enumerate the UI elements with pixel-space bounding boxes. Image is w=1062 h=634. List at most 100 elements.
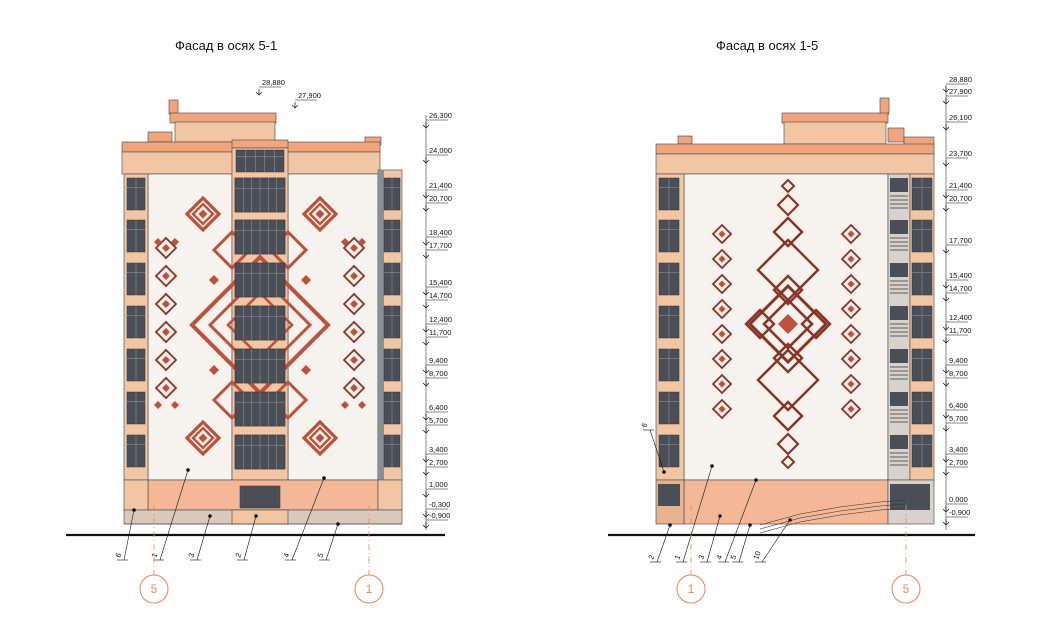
level-label: 26,300 bbox=[429, 111, 452, 120]
callout-tag: 1 bbox=[149, 552, 159, 559]
left-level-marks: 28,88027,90026,30024,00021,40020,70018,4… bbox=[255, 78, 452, 530]
level-label: -0,300 bbox=[429, 500, 450, 509]
ornament-chain-diamond bbox=[154, 348, 178, 372]
callout-tag: 10 bbox=[751, 550, 762, 561]
level-label: 15,400 bbox=[429, 278, 452, 287]
ornament-diamond bbox=[756, 238, 820, 302]
callout-tag: 6 bbox=[639, 422, 649, 429]
callout-tag: 4 bbox=[281, 552, 291, 559]
ornament-diamond bbox=[776, 193, 800, 217]
ornament-diamond bbox=[341, 238, 349, 246]
axis-label: 1 bbox=[366, 582, 373, 596]
axis-label: 1 bbox=[688, 582, 695, 596]
callout-tag: 6 bbox=[113, 552, 123, 559]
callout-tag: 2 bbox=[233, 552, 243, 559]
level-label: 17,700 bbox=[949, 236, 972, 245]
ornament-diamond bbox=[780, 454, 796, 470]
ornament-diamond bbox=[301, 275, 311, 285]
ornament-diamond bbox=[762, 298, 814, 350]
ornament-nested-diamond bbox=[184, 419, 222, 457]
ornament-nested-diamond bbox=[184, 195, 222, 233]
ornament-diamond bbox=[718, 230, 726, 238]
ornament-diamond bbox=[301, 365, 311, 375]
ornament-diamond bbox=[358, 401, 366, 409]
level-label: 14,700 bbox=[949, 284, 972, 293]
ornament-diamond bbox=[847, 330, 855, 338]
ornament-chain-diamond bbox=[711, 398, 733, 420]
ornament-diamond bbox=[718, 305, 726, 313]
ornament-chain-diamond bbox=[840, 248, 862, 270]
plinth-right bbox=[377, 479, 403, 511]
level-label: -0,900 bbox=[429, 511, 450, 520]
ramp bbox=[759, 499, 906, 534]
level-label: 27,900 bbox=[298, 91, 321, 100]
ornament-diamond bbox=[772, 342, 804, 374]
ornament-diamond bbox=[162, 384, 170, 392]
ornament-chain-diamond bbox=[711, 223, 733, 245]
ornament-diamond bbox=[209, 275, 219, 285]
ornament-diamond bbox=[358, 238, 366, 246]
chimney bbox=[168, 99, 179, 115]
level-label: 8,700 bbox=[429, 369, 448, 378]
ornament-chain-diamond bbox=[840, 348, 862, 370]
entrance-window bbox=[239, 485, 281, 509]
ornament-chain-diamond bbox=[342, 264, 366, 288]
level-label: 18,400 bbox=[429, 228, 452, 237]
ornament-diamond bbox=[162, 300, 170, 308]
left-ornaments bbox=[154, 177, 366, 470]
level-label: 9,400 bbox=[429, 356, 448, 365]
level-label: 5,700 bbox=[949, 414, 968, 423]
ornament-diamond bbox=[847, 380, 855, 388]
ornament-chain-diamond bbox=[342, 376, 366, 400]
ornament-chain-diamond bbox=[711, 348, 733, 370]
ornament-diamond bbox=[718, 405, 726, 413]
axis-circle bbox=[139, 574, 169, 604]
ornament-diamond bbox=[315, 209, 325, 219]
level-label: 3,400 bbox=[949, 445, 968, 454]
ornament-diamond bbox=[718, 280, 726, 288]
ornament-diamond bbox=[350, 244, 358, 252]
ornament-chain-diamond bbox=[711, 248, 733, 270]
ornament-diamond bbox=[847, 280, 855, 288]
cornice-right bbox=[655, 143, 935, 155]
level-label: 6,400 bbox=[949, 401, 968, 410]
callout-tag: 3 bbox=[696, 554, 706, 561]
ornament-nested-diamond bbox=[301, 419, 339, 457]
level-label: 11,700 bbox=[429, 328, 451, 337]
callout-tag: 3 bbox=[186, 552, 196, 559]
level-label: 21,400 bbox=[949, 181, 972, 190]
axis-circle bbox=[891, 574, 921, 604]
axis-markers: 5 1 1 5 bbox=[139, 505, 921, 604]
ornament-diamond bbox=[162, 356, 170, 364]
left-building bbox=[66, 99, 445, 537]
ornament-diamond bbox=[162, 272, 170, 280]
ornament-chain-diamond bbox=[840, 273, 862, 295]
callout-tag: 5 bbox=[315, 552, 325, 559]
ornament-chain-diamond bbox=[840, 398, 862, 420]
ornament-diamond bbox=[171, 401, 179, 409]
level-label: 14,700 bbox=[429, 291, 452, 300]
axis-label: 5 bbox=[903, 582, 910, 596]
callout-tag: 2 bbox=[646, 554, 656, 561]
left-callouts: 6 1 3 2 4 5 bbox=[113, 468, 340, 561]
level-label: 12,400 bbox=[429, 315, 452, 324]
level-label: 3,400 bbox=[429, 445, 448, 454]
ornament-chain-diamond bbox=[154, 264, 178, 288]
roof-exit bbox=[147, 131, 173, 143]
stair-window bbox=[890, 349, 908, 363]
level-label: 12,400 bbox=[949, 313, 972, 322]
level-label: 28,880 bbox=[949, 75, 972, 84]
ornament-chain-diamond bbox=[711, 373, 733, 395]
level-label: 20,700 bbox=[429, 194, 452, 203]
wall-panel-right bbox=[287, 173, 379, 481]
ornament-diamond bbox=[209, 365, 219, 375]
ornament-diamond bbox=[191, 202, 215, 226]
level-label: 23,700 bbox=[949, 149, 972, 158]
ornament-diamond bbox=[198, 433, 208, 443]
level-label: -0,900 bbox=[949, 508, 970, 517]
callout-tag: 4 bbox=[714, 554, 724, 561]
level-label: 15,400 bbox=[949, 271, 972, 280]
ornament-diamond bbox=[847, 405, 855, 413]
ornament-diamond bbox=[191, 426, 215, 450]
